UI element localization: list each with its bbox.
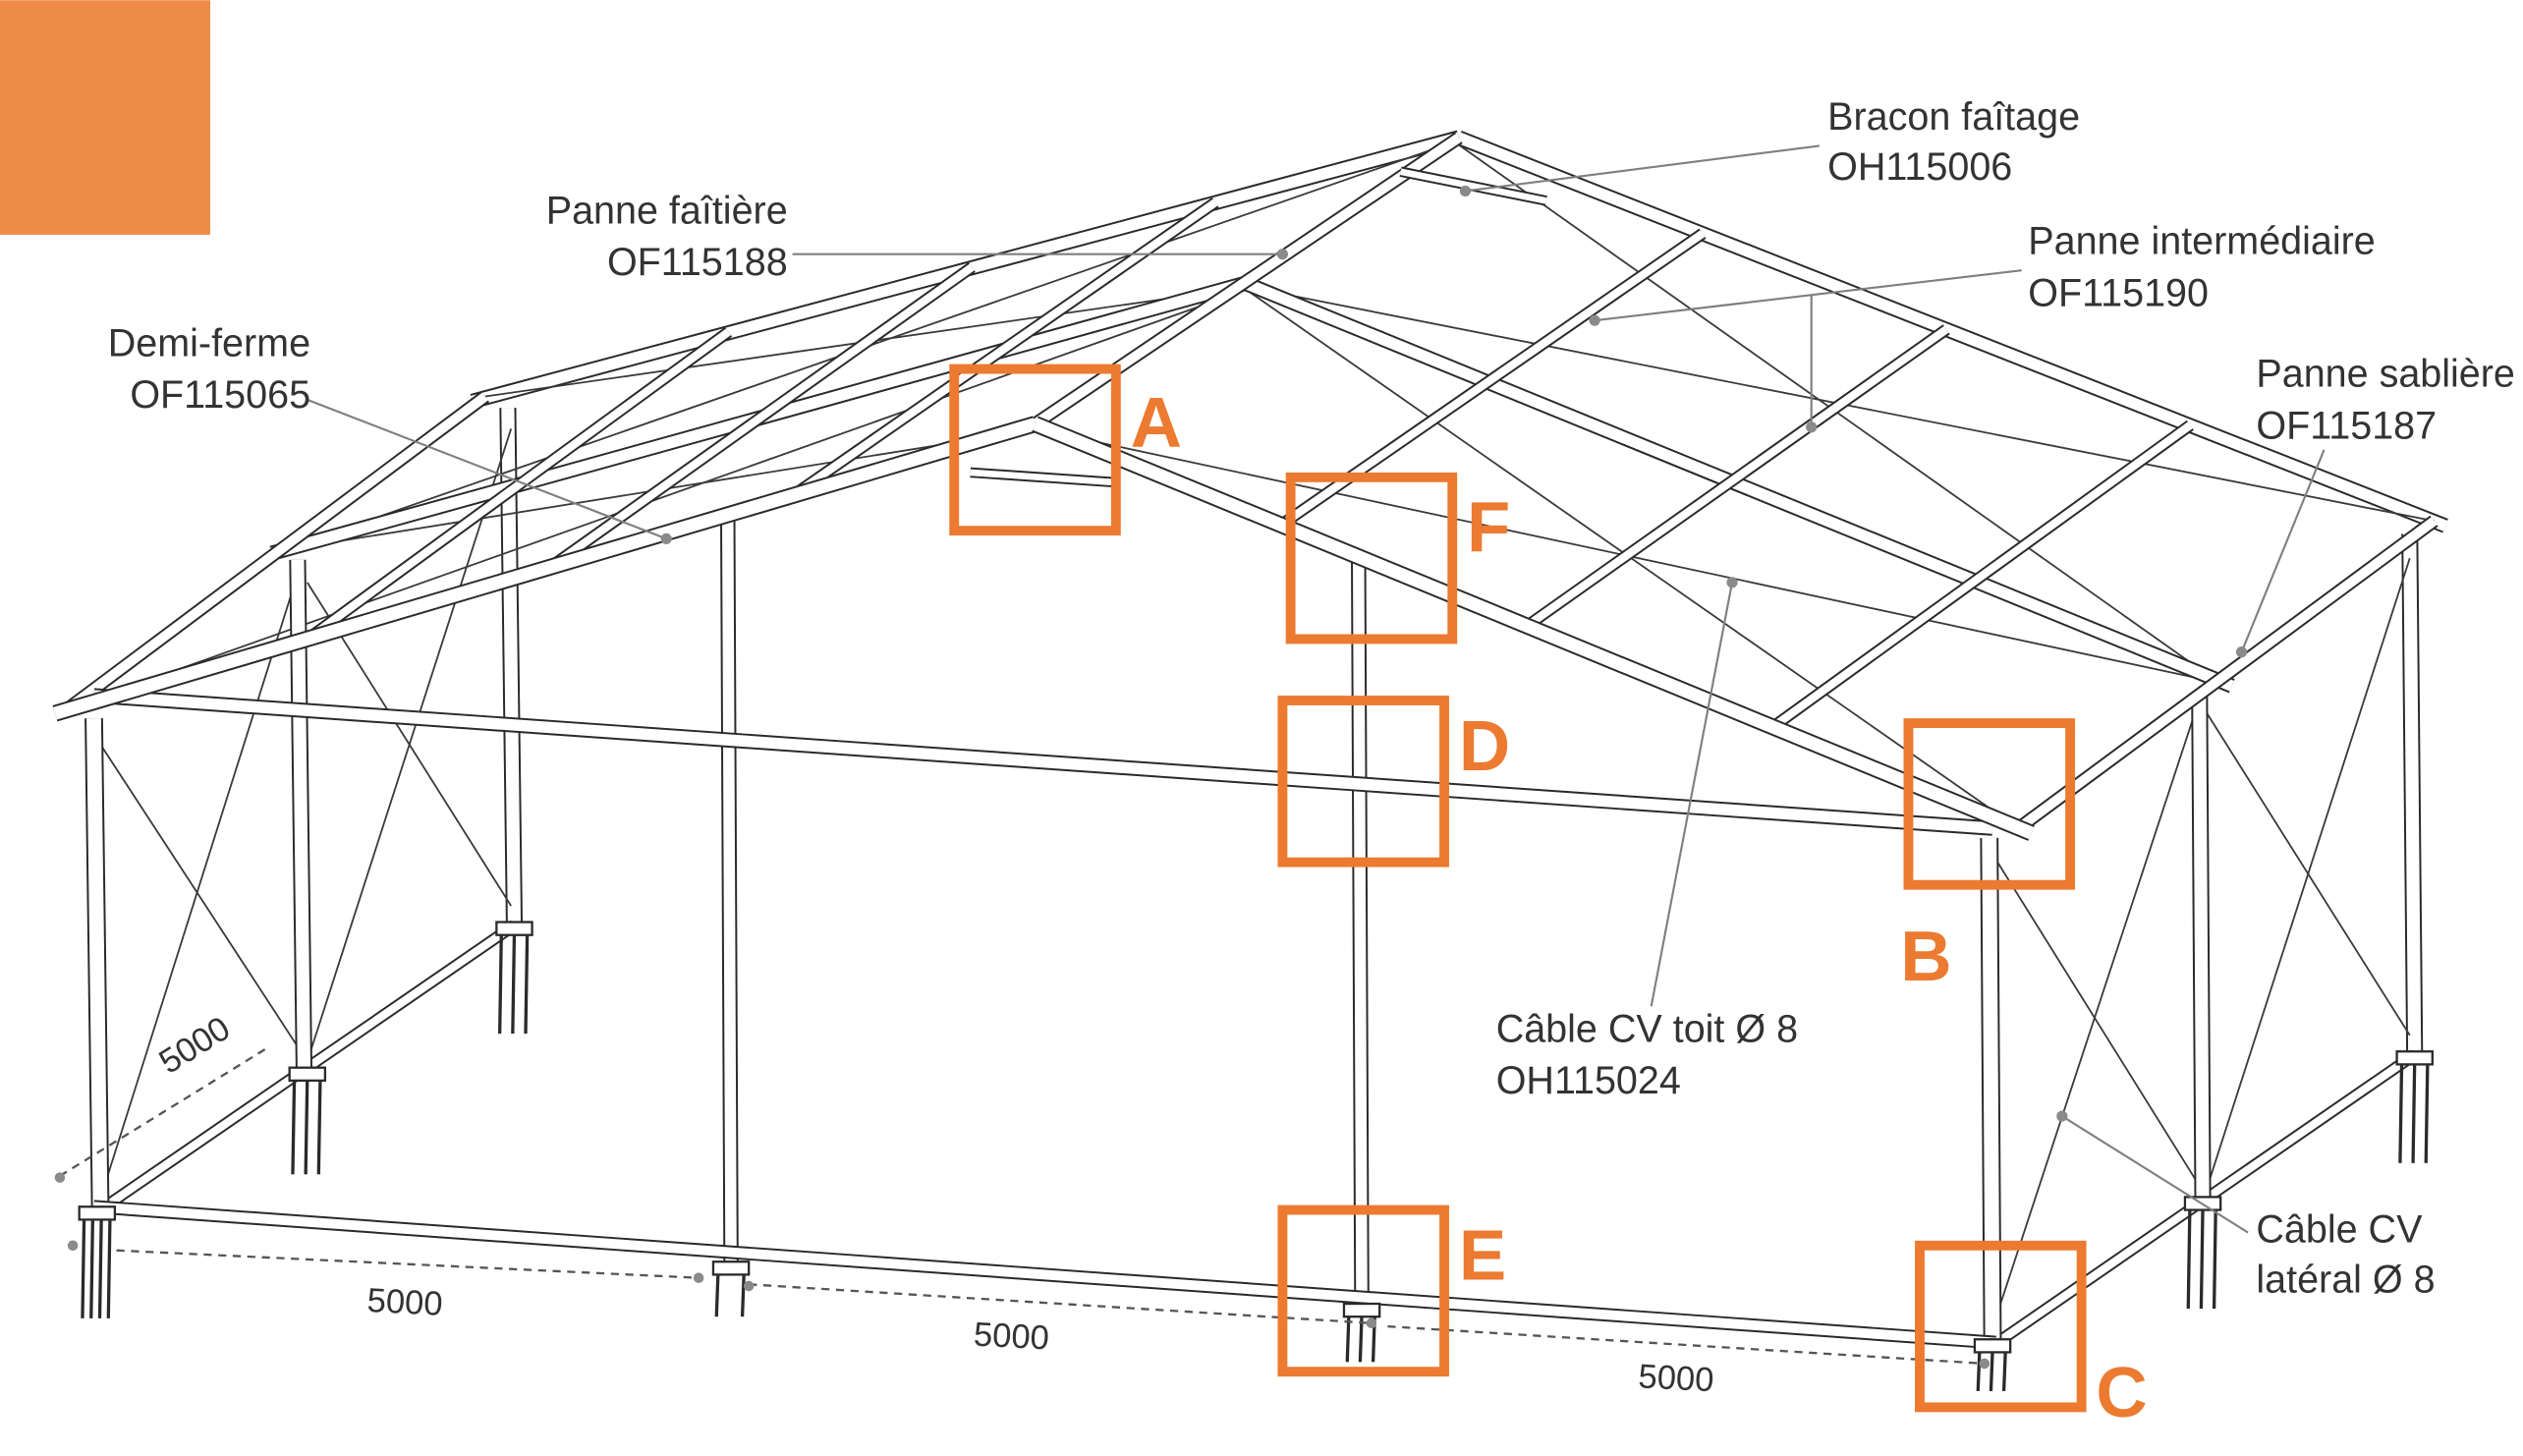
footing-middle-left <box>288 1066 327 1175</box>
leader-lines <box>307 144 2326 1234</box>
front-left-column <box>84 717 110 1210</box>
front-gable-column-2 <box>720 521 739 1265</box>
front-frame <box>52 416 2035 1350</box>
lateral-cable <box>102 574 299 1190</box>
right-eave-purlin <box>2014 515 2439 834</box>
label-cable-toit-ref: OH115024 <box>1496 1059 1681 1102</box>
label-cable-toit-name: Câble CV toit Ø 8 <box>1496 1007 1798 1050</box>
detail-box-a: A <box>949 364 1182 536</box>
footings <box>78 921 2434 1391</box>
middle-frame <box>269 275 2235 1201</box>
intermediate-purlin-right <box>1523 324 1950 632</box>
detail-box-e: E <box>1277 1204 1506 1377</box>
detail-frame-a <box>949 364 1121 536</box>
label-panne-intermediaire-ref: OF115190 <box>2028 271 2209 314</box>
label-bracon-faitage: Bracon faîtage OH115006 <box>1827 95 2080 189</box>
detail-frame-c <box>1915 1240 2087 1413</box>
wall-bracing-cables <box>99 428 2411 1319</box>
roof-cable <box>1248 290 2019 829</box>
detail-letter-a: A <box>1131 383 1182 463</box>
label-panne-faitiere: Panne faîtière OF115188 <box>546 189 788 284</box>
dimension-front-bay-3: 5000 <box>1638 1358 1715 1399</box>
label-panne-faitiere-ref: OF115188 <box>607 241 788 284</box>
front-right-column <box>1980 837 2002 1343</box>
back-right-rafter <box>1455 130 2448 533</box>
back-right-column <box>2401 533 2424 1055</box>
detail-box-b: B <box>1900 718 2076 996</box>
label-panne-sabliere-ref: OF115187 <box>2256 404 2437 447</box>
label-panne-intermediaire-name: Panne intermédiaire <box>2028 220 2376 263</box>
roof-purlins <box>63 132 2439 834</box>
detail-letter-e: E <box>1459 1215 1506 1295</box>
lateral-cable <box>1994 707 2198 1319</box>
footing-front-2 <box>711 1260 751 1317</box>
label-demi-ferme-name: Demi-ferme <box>108 321 310 364</box>
dimension-front-bay-2: 5000 <box>973 1316 1050 1358</box>
intermediate-purlin-right <box>1768 420 2194 733</box>
label-cable-lateral-line1: Câble CV <box>2256 1207 2423 1251</box>
side-ground-rails <box>96 920 2419 1351</box>
structure <box>52 130 2448 1391</box>
detail-letter-d: D <box>1459 706 1510 786</box>
ridge-braces <box>970 166 1547 488</box>
label-demi-ferme-ref: OF115065 <box>130 373 310 417</box>
dimension-side-bay: 5000 <box>153 1010 237 1082</box>
back-ridge-brace <box>1399 166 1547 206</box>
front-left-rafter <box>52 416 1037 722</box>
label-panne-sabliere: Panne sablière OF115187 <box>2256 353 2515 448</box>
detail-letter-f: F <box>1467 488 1510 568</box>
front-right-rafter <box>1032 416 2035 841</box>
detail-frame-e <box>1277 1204 1449 1377</box>
intermediate-purlin-left <box>306 326 733 643</box>
middle-right-rafter <box>1242 276 2235 694</box>
label-bracon-faitage-name: Bracon faîtage <box>1827 95 2080 139</box>
dimension-front-bay-1: 5000 <box>366 1282 444 1323</box>
detail-letter-b: B <box>1900 917 1951 996</box>
detail-box-c: C <box>1915 1240 2148 1432</box>
intermediate-purlin-left <box>789 196 1219 500</box>
footing-back-left <box>495 921 533 1035</box>
front-ridge-brace <box>970 467 1113 488</box>
detail-box-f: F <box>1285 472 1510 644</box>
label-cable-toit: Câble CV toit Ø 8 OH115024 <box>1496 1007 1798 1102</box>
dimensions: 5000 5000 5000 5000 <box>54 1010 1990 1399</box>
color-swatch <box>0 0 210 235</box>
lateral-cable <box>309 428 513 1052</box>
front-gable-column-3 <box>1351 558 1370 1308</box>
footing-back-right <box>2395 1050 2434 1163</box>
footing-front-3 <box>1342 1302 1381 1363</box>
front-ground-rail <box>92 1200 1996 1350</box>
middle-right-column <box>2191 692 2212 1201</box>
detail-frame-f <box>1285 472 1458 644</box>
footing-front-right <box>1973 1338 2012 1391</box>
intermediate-purlin-left <box>547 261 976 572</box>
detail-frame-b <box>1903 718 2076 890</box>
footing-front-left <box>78 1205 117 1318</box>
label-panne-sabliere-name: Panne sablière <box>2256 353 2515 396</box>
left-eave-purlin <box>63 391 489 714</box>
ridge-purlin <box>1031 132 1463 430</box>
label-demi-ferme: Demi-ferme OF115065 <box>108 321 310 417</box>
front-tie-beam <box>92 688 1993 836</box>
label-panne-intermediaire: Panne intermédiaire OF115190 <box>2028 220 2376 315</box>
label-panne-faitiere-name: Panne faîtière <box>546 189 788 232</box>
label-cable-lateral: Câble CV latéral Ø 8 <box>2256 1207 2435 1301</box>
footing-middle-right <box>2183 1196 2222 1309</box>
lateral-cable <box>2208 557 2411 1182</box>
detail-box-d: D <box>1277 696 1510 868</box>
label-bracon-faitage-ref: OH115006 <box>1827 145 2012 189</box>
detail-letter-c: C <box>2096 1353 2147 1432</box>
lateral-cable <box>99 743 302 1052</box>
label-cable-lateral-line2: latéral Ø 8 <box>2256 1259 2435 1302</box>
detail-frame-d <box>1277 696 1449 868</box>
